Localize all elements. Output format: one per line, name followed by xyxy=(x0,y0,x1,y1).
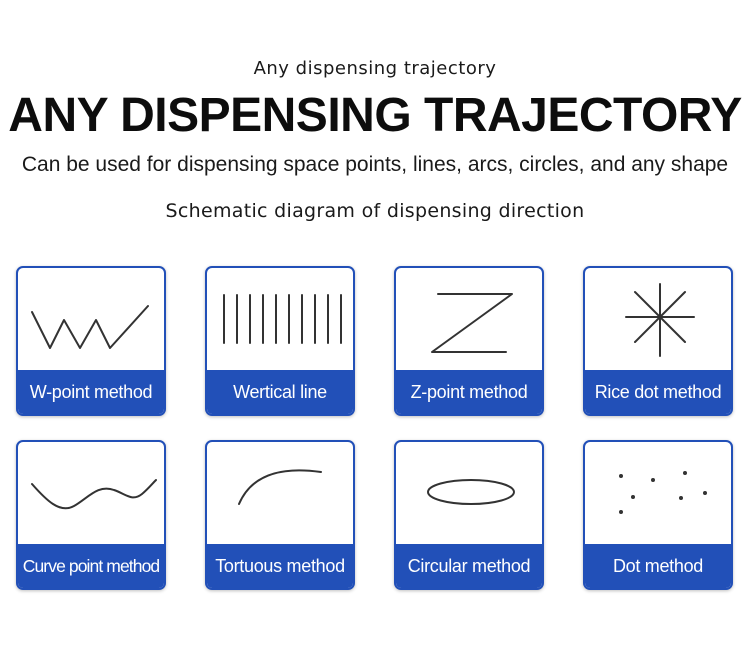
w-zigzag-icon xyxy=(18,268,164,372)
diagram-caption: Schematic diagram of dispensing directio… xyxy=(165,200,585,222)
method-card-tortuous: Tortuous method xyxy=(205,440,355,590)
method-label: W-point method xyxy=(18,370,164,414)
method-label: Wertical line xyxy=(207,370,353,414)
method-card-curve-point: Curve point method xyxy=(16,440,166,590)
method-label: Z-point method xyxy=(396,370,542,414)
method-card-vertical-line: Wertical line xyxy=(205,266,355,416)
asterisk-icon xyxy=(585,268,731,372)
method-label: Curve point method xyxy=(18,544,164,588)
scattered-dots-icon xyxy=(585,442,731,546)
method-label: Circular method xyxy=(396,544,542,588)
method-card-circular: Circular method xyxy=(394,440,544,590)
vertical-lines-icon xyxy=(207,268,353,372)
method-grid: W-point method Wertical line Z- xyxy=(16,266,736,596)
page-subtitle: Can be used for dispensing space points,… xyxy=(21,153,729,176)
eyebrow-text: Any dispensing trajectory xyxy=(253,58,497,79)
method-label: Rice dot method xyxy=(585,370,731,414)
method-label: Dot method xyxy=(585,544,731,588)
method-card-z-point: Z-point method xyxy=(394,266,544,416)
method-card-w-point: W-point method xyxy=(16,266,166,416)
wave-curve-icon xyxy=(18,442,164,546)
z-shape-icon xyxy=(396,268,542,372)
method-card-dot: Dot method xyxy=(583,440,733,590)
method-label: Tortuous method xyxy=(207,544,353,588)
method-card-rice-dot: Rice dot method xyxy=(583,266,733,416)
arc-icon xyxy=(207,442,353,546)
ellipse-icon xyxy=(396,442,542,546)
page-title: ANY DISPENSING TRAJECTORY xyxy=(8,89,742,142)
